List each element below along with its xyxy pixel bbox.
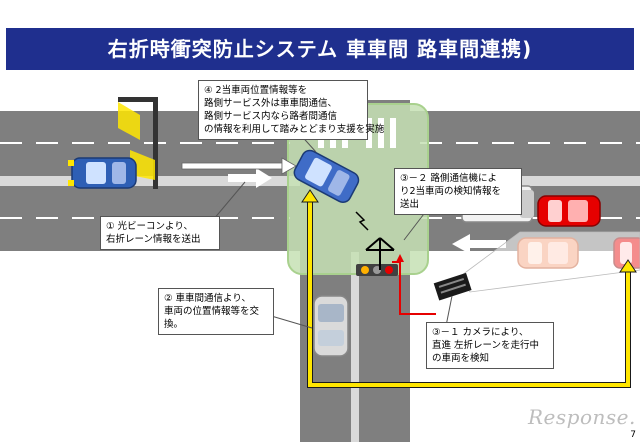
path-arrowhead (301, 189, 319, 203)
callout-3-2-line: ③－２ 路側通信機によ (400, 173, 498, 184)
callout-3-2-line: 送出 (400, 199, 420, 210)
callout-3-2-line: り2当車両の検知情報を (400, 186, 502, 197)
traffic-signal (356, 264, 398, 276)
callout-2-line: 換。 (164, 319, 184, 330)
callout-4: ④ 2当車両位置情報等を 路側サービス外は車車間通信、 路側サービス内なら路者間… (198, 80, 385, 140)
callout-3-1-line: ③－１ カメラにより、 (432, 327, 529, 338)
beacon-signal-arrow (181, 157, 297, 175)
callout-2-line: 車両の位置情報等を交 (164, 306, 260, 317)
road-median (351, 252, 359, 442)
camera-icon (433, 272, 472, 301)
callout-2: ② 車車間通信より、 車両の位置情報等を交 換。 (158, 288, 274, 335)
road-median (410, 176, 640, 186)
callout-1-line: ① 光ビーコンより、 (106, 221, 193, 232)
red-car-right (537, 195, 601, 227)
page-number: 7 (630, 430, 636, 440)
roadside-antenna (355, 211, 395, 270)
silver-car-bottom (313, 295, 349, 357)
callout-3-1-line: の車両を検知 (432, 353, 490, 364)
path-arrowhead (619, 259, 637, 273)
blue-car-turning (293, 149, 360, 203)
callout-3-1: ③－１ カメラにより、 直進 左折レーンを走行中 の車両を検知 (426, 322, 554, 369)
page-title: 右折時衝突防止システム 車車間 路車間連携) (107, 37, 533, 61)
left-arrow-marking (452, 234, 506, 254)
straight-arrow-marking (228, 168, 272, 188)
callout-4-line: の情報を利用して踏みとどまり支援を実施 (204, 124, 385, 135)
callout-1: ① 光ビーコンより、 右折レーン情報を送出 (100, 216, 220, 250)
callout-4-line: 路側サービス外は車車間通信、 (204, 98, 338, 109)
road-median (0, 176, 300, 186)
title-banner: 右折時衝突防止システム 車車間 路車間連携) (6, 28, 634, 70)
callout-3-1-line: 直進 左折レーンを走行中 (432, 340, 540, 351)
callout-4-line: 路側サービス内なら路者間通信 (204, 111, 338, 122)
blue-car-left (68, 157, 137, 189)
callout-4-line: ④ 2当車両位置情報等を (204, 85, 308, 96)
callout-3-2: ③－２ 路側通信機によ り2当車両の検知情報を 送出 (394, 168, 522, 215)
response-watermark-logo: Response. (528, 405, 636, 429)
callout-2-line: ② 車車間通信より、 (164, 293, 251, 304)
optical-beacon (118, 97, 158, 189)
callout-1-line: 右折レーン情報を送出 (106, 234, 201, 245)
